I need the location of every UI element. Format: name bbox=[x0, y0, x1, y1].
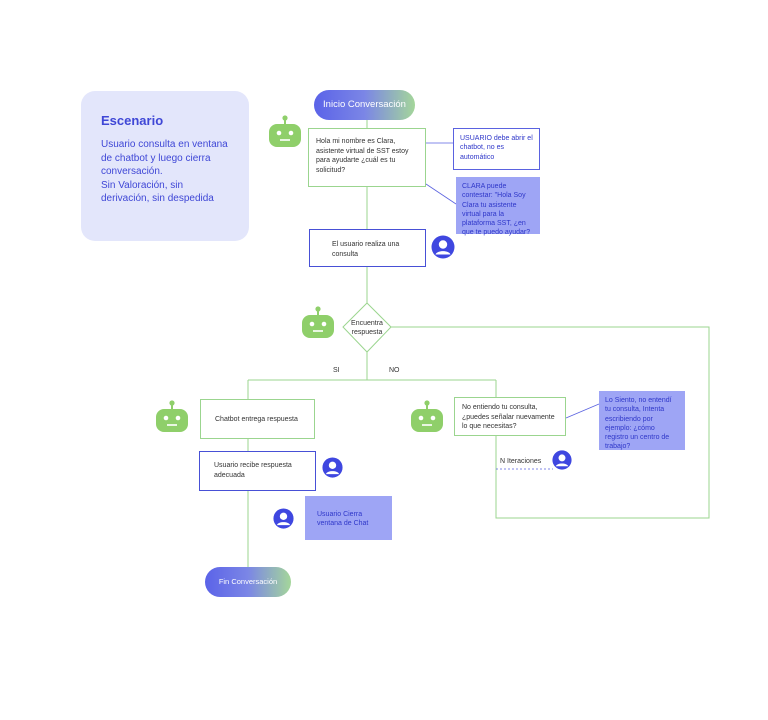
user-icon bbox=[322, 457, 343, 478]
note-sorry: Lo Siento, no entendí tu consulta, Inten… bbox=[599, 391, 685, 450]
user-icon bbox=[273, 508, 294, 529]
robot-icon bbox=[268, 114, 302, 148]
user-icon bbox=[552, 450, 572, 470]
scenario-text: Usuario consulta en ventana de chatbot y… bbox=[101, 139, 228, 204]
end-node: Fin Conversación bbox=[205, 567, 291, 597]
decision-diamond bbox=[342, 302, 392, 353]
chatbot-answer-box: Chatbot entrega respuesta bbox=[200, 399, 315, 439]
connector-loop-back bbox=[391, 326, 710, 519]
branch-yes-label: SI bbox=[333, 367, 340, 374]
robot-icon bbox=[301, 305, 335, 339]
connector-note-clara bbox=[425, 183, 457, 205]
robot-icon bbox=[155, 399, 189, 433]
decision-label: Encuentra respuesta bbox=[351, 320, 383, 336]
start-node: Inicio Conversación bbox=[314, 90, 415, 120]
user-receives-box: Usuario recibe respuesta adecuada bbox=[199, 451, 316, 491]
scenario-title: Escenario bbox=[101, 113, 164, 128]
user-icon bbox=[431, 235, 455, 259]
robot-icon bbox=[410, 399, 444, 433]
note-user-closes: Usuario Cierra ventana de Chat bbox=[305, 496, 392, 540]
user-query-box: El usuario realiza una consulta bbox=[309, 229, 426, 267]
scenario-card: Escenario Usuario consulta en ventana de… bbox=[81, 91, 249, 241]
greeting-box: Hola mi nombre es Clara, asistente virtu… bbox=[308, 128, 426, 187]
note-open-chat: USUARIO debe abrir el chatbot, no es aut… bbox=[453, 128, 540, 170]
branch-no-label: NO bbox=[389, 367, 400, 374]
connector-note-sorry bbox=[565, 403, 600, 419]
iterations-label: N Iteraciones bbox=[500, 458, 542, 465]
note-clara: CLARA puede contestar: "Hola Soy Clara t… bbox=[456, 177, 540, 236]
not-understand-box: No entiendo tu consulta, ¿puedes señalar… bbox=[454, 397, 566, 436]
